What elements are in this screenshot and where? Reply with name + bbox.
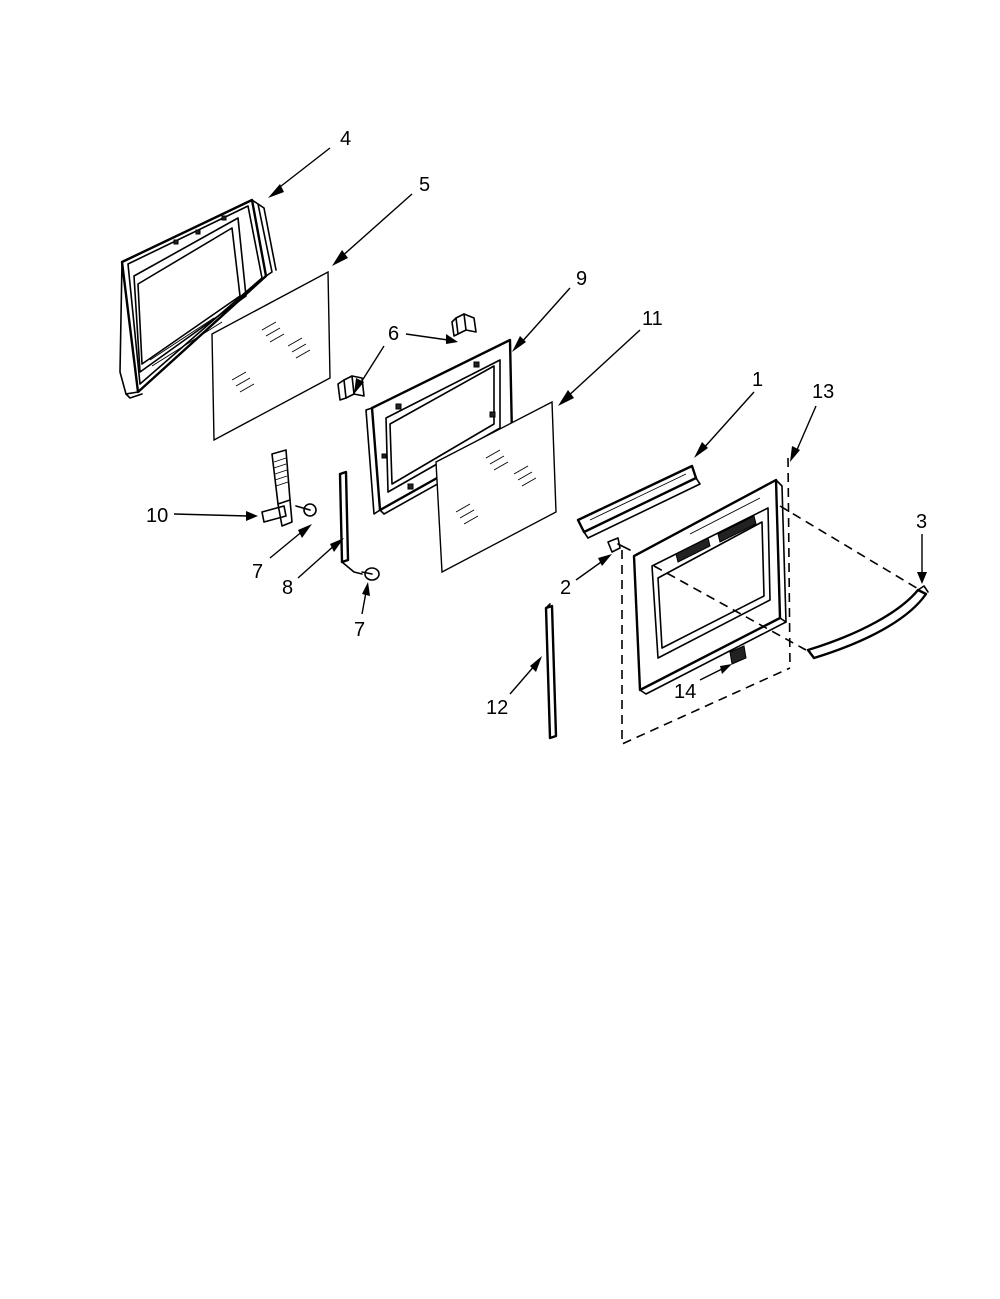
part-5-door-glass [211, 270, 331, 442]
callout-2: 2 [560, 577, 571, 599]
callout-3: 3 [916, 511, 927, 533]
part-7-hinge [261, 449, 317, 527]
callout-8: 8 [282, 577, 293, 599]
part-3-handle [806, 585, 929, 660]
callout-6: 6 [388, 323, 399, 345]
part-7-screw [361, 567, 380, 581]
part-4-inner-door-panel [119, 198, 277, 399]
callout-4: 4 [340, 128, 351, 150]
part-14-tab [729, 645, 747, 665]
callout-12: 12 [486, 697, 508, 719]
assembly-outline-13 [621, 457, 921, 746]
leader-lines [173, 147, 927, 695]
callout-11: 11 [642, 308, 663, 330]
callout-7-screw: 7 [354, 619, 365, 641]
part-1-top-trim [576, 464, 701, 539]
callout-7-hinge: 7 [252, 561, 263, 583]
callout-9: 9 [576, 268, 587, 290]
part-12-side-strip [544, 603, 558, 740]
callout-5: 5 [419, 174, 430, 196]
callout-1: 1 [752, 369, 763, 391]
callout-14: 14 [674, 681, 696, 703]
callout-10: 10 [146, 505, 168, 527]
part-13-outer-door [632, 478, 787, 695]
part-11-outer-glass [435, 400, 557, 574]
callout-labels: 4 5 9 11 6 1 13 3 10 7 8 2 7 14 12 [146, 128, 927, 719]
callout-13: 13 [812, 381, 834, 403]
part-8-side-trim [338, 470, 363, 575]
part-2-screw [607, 537, 631, 553]
